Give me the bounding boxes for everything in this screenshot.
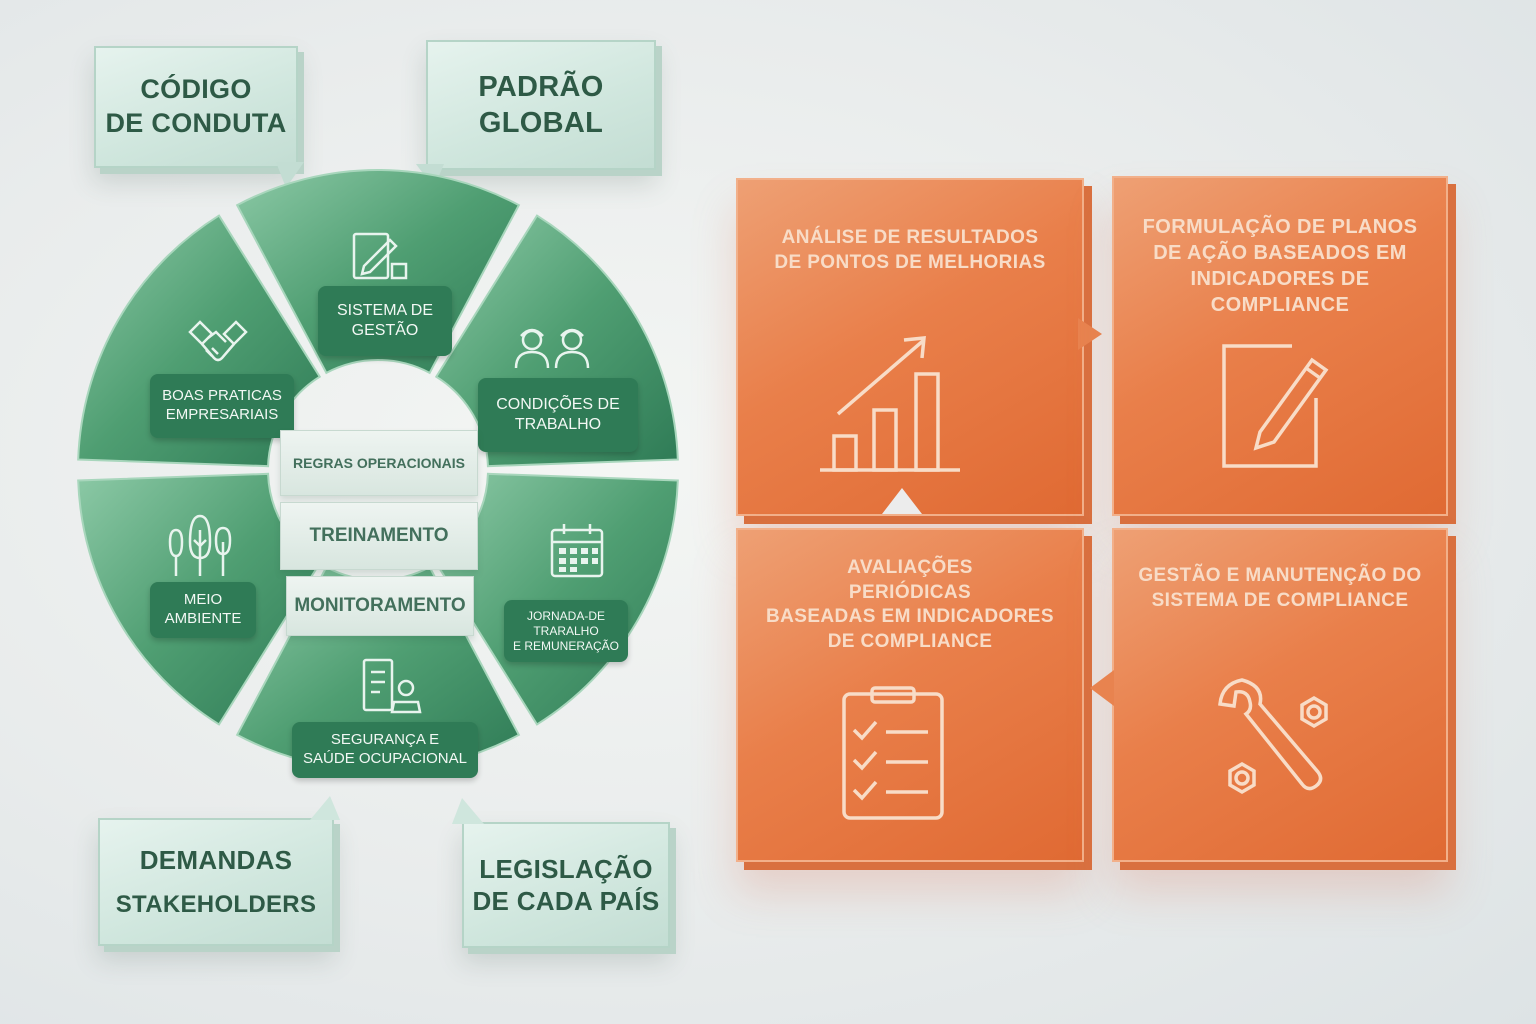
segment-label-line: SEGURANÇA E [330,731,440,749]
tile-line: DE COMPLIANCE [827,631,993,653]
tile-line: COMPLIANCE [1210,294,1350,316]
segment-label-line: CONDIÇÕES DE [496,396,620,413]
tile-connector [1078,318,1102,350]
segment-label-line: BOAS PRATICAS [162,387,282,405]
safety-document-icon [362,658,422,714]
tile-line: AVALIAÇÕES [847,557,973,578]
segment-label-meio-ambiente: MEIO AMBIENTE [150,582,256,638]
tile-text: AVALIAÇÕES PERIÓDICAS BASEADAS EM INDICA… [738,556,1082,655]
tile-line: PERIÓDICAS [848,581,972,603]
callout-codigo-line-1: CÓDIGO [140,74,252,105]
callout-legislacao-line-1: LEGISLAÇÃO [479,853,653,884]
tile-text: ANÁLISE DE RESULTADOS DE PONTOS DE MELHO… [738,226,1082,275]
callout-codigo-line-2: DE CONDUTA [105,108,287,138]
layer-label: MONITORAMENTO [294,595,466,616]
tile-connector [882,488,922,514]
layer-monitoramento: MONITORAMENTO [286,576,474,636]
callout-legislacao-line-2: DE CADA PAÍS [472,886,660,916]
edit-document-icon [352,232,408,280]
workers-icon [514,328,590,369]
segment-label-condicoes-de-trabalho: CONDIÇÕES DE TRABALHO [478,378,638,452]
growth-chart-icon [820,336,960,472]
tools-icon [1218,678,1328,795]
callout-demandas-tail [310,796,340,820]
tile-avaliacoes-periodicas: AVALIAÇÕES PERIÓDICAS BASEADAS EM INDICA… [736,528,1084,862]
callout-padrao-line-2: GLOBAL [478,107,604,139]
layer-regras-operacionais: REGRAS OPERACIONAIS [280,430,478,496]
tile-line: INDICADORES DE [1190,268,1370,290]
callout-demandas-line-2: STAKEHOLDERS [115,891,317,919]
pencil-document-icon [1222,344,1329,468]
tile-text: GESTÃO E MANUTENÇÃO DO SISTEMA DE COMPLI… [1114,564,1446,613]
segment-jornada-de-trabalho [434,472,679,726]
tile-connector [1090,670,1114,706]
tile-line: DE PONTOS DE MELHORIAS [774,251,1046,273]
segment-label-line: SISTEMA DE [336,302,434,319]
tile-line: BASEADAS EM INDICADORES [766,606,1054,628]
tile-gestao-e-manutencao: GESTÃO E MANUTENÇÃO DO SISTEMA DE COMPLI… [1112,528,1448,862]
trees-icon [168,514,232,576]
segment-label-sistema-de-gestao: SISTEMA DE GESTÃO [318,286,452,356]
callout-demandas-stakeholders: DEMANDAS STAKEHOLDERS [98,818,334,946]
callout-padrao-global: PADRÃO GLOBAL [426,40,656,170]
segment-label-boas-praticas: BOAS PRATICAS EMPRESARIAIS [150,374,294,438]
tile-formulacao-de-planos: FORMULAÇÃO DE PLANOS DE AÇÃO BASEADOS EM… [1112,176,1448,516]
segment-label-line: E REMUNERAÇÃO [512,638,619,653]
layer-label: TREINAMENTO [309,525,449,546]
callout-padrao-line-1: PADRÃO [478,70,604,103]
tile-line: GESTÃO E MANUTENÇÃO DO [1138,565,1422,586]
checklist-icon [842,686,944,820]
segment-label-line: SAÚDE OCUPACIONAL [303,750,467,767]
callout-codigo-de-conduta: CÓDIGO DE CONDUTA [94,46,298,168]
handshake-icon [188,320,248,362]
callout-demandas-line-1: DEMANDAS [139,844,293,875]
tile-line: FORMULAÇÃO DE PLANOS [1142,216,1418,238]
tile-line: DE AÇÃO BASEADOS EM [1153,242,1407,264]
tile-text: FORMULAÇÃO DE PLANOS DE AÇÃO BASEADOS EM… [1114,214,1446,318]
layer-treinamento: TREINAMENTO [280,502,478,570]
segment-label-line: AMBIENTE [164,610,242,627]
segment-label-line: JORNADA-DE [526,608,605,623]
layer-label: REGRAS OPERACIONAIS [293,455,465,471]
segment-label-line: TRARALHO [533,623,599,638]
calendar-icon [550,524,604,578]
tile-line: SISTEMA DE COMPLIANCE [1151,589,1409,611]
segment-label-jornada-de-trabalho: JORNADA-DE TRARALHO E REMUNERAÇÃO [504,600,628,662]
segment-label-line: MEIO [183,591,223,609]
tile-line: ANÁLISE DE RESULTADOS [781,227,1039,248]
segment-label-line: EMPRESARIAIS [165,406,279,423]
segment-label-line: GESTÃO [351,322,419,339]
segment-label-seguranca-e-saude: SEGURANÇA E SAÚDE OCUPACIONAL [292,722,478,778]
callout-legislacao-tail [452,798,484,824]
tile-analise-de-resultados: ANÁLISE DE RESULTADOS DE PONTOS DE MELHO… [736,178,1084,516]
callout-legislacao: LEGISLAÇÃO DE CADA PAÍS [462,822,670,948]
segment-label-line: TRABALHO [514,416,602,433]
